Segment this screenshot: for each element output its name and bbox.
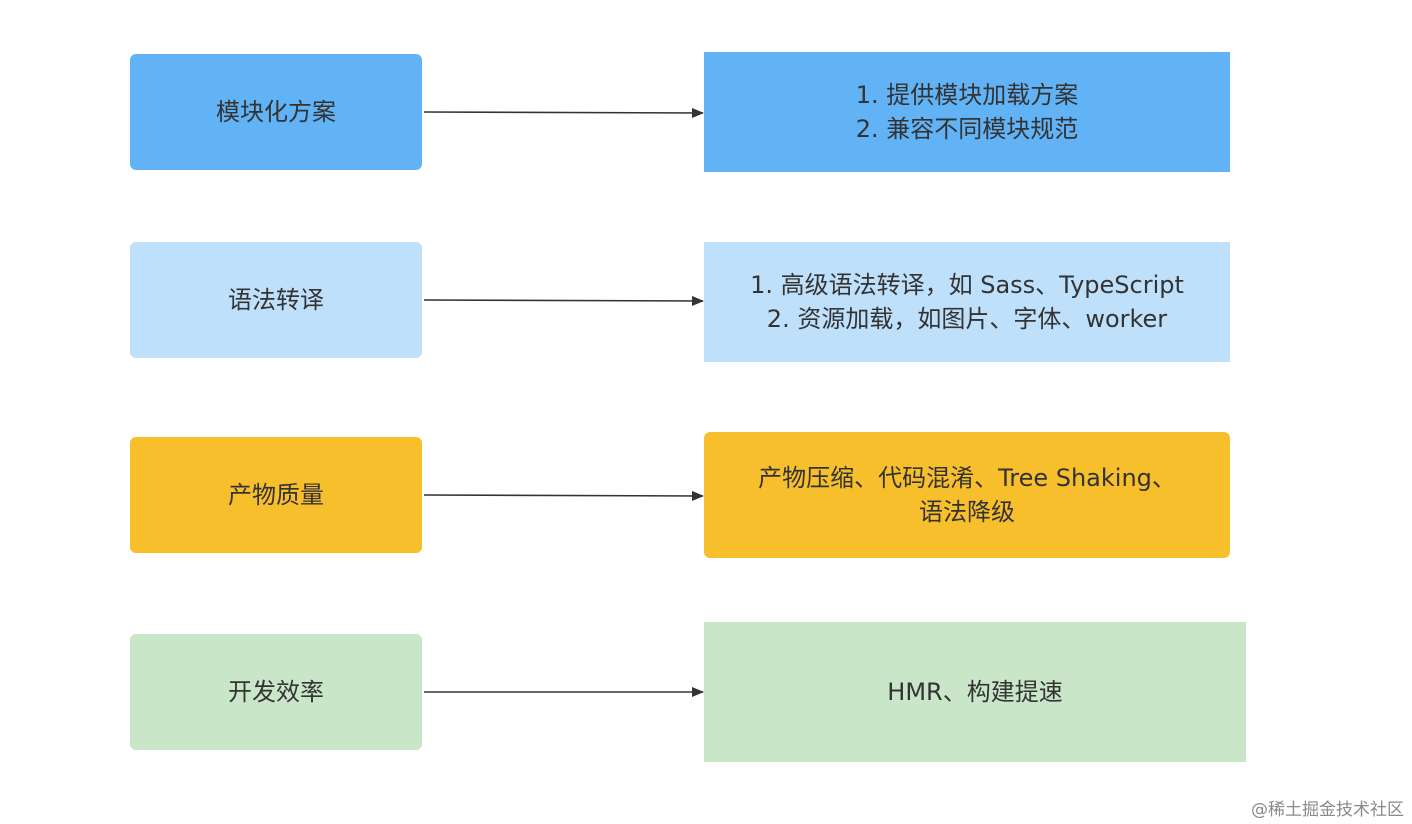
- output-quality-detail-1: 产物压缩、代码混淆、Tree Shaking、: [758, 464, 1176, 492]
- module-solution-detail-1: 1. 提供模块加载方案: [855, 81, 1079, 109]
- output-quality-detail-box: 产物压缩、代码混淆、Tree Shaking、 语法降级: [704, 432, 1230, 558]
- watermark-text: @稀土掘金技术社区: [1251, 800, 1404, 820]
- syntax-transpile-box: 语法转译: [130, 242, 422, 358]
- module-solution-detail-box: 1. 提供模块加载方案 2. 兼容不同模块规范: [704, 52, 1230, 172]
- arrow-output-quality: [423, 490, 704, 501]
- syntax-transpile-label: 语法转译: [228, 286, 324, 314]
- arrow-syntax-transpile: [423, 295, 704, 306]
- output-quality-detail-2: 语法降级: [919, 498, 1015, 526]
- module-solution-label: 模块化方案: [216, 98, 336, 126]
- arrow-module-solution: [423, 107, 704, 118]
- output-quality-label: 产物质量: [228, 481, 324, 509]
- dev-efficiency-detail-box: HMR、构建提速: [704, 622, 1246, 762]
- watermark: @稀土掘金技术社区: [1251, 800, 1404, 820]
- module-solution-box: 模块化方案: [130, 54, 422, 170]
- dev-efficiency-box: 开发效率: [130, 634, 422, 750]
- module-solution-detail-2: 2. 兼容不同模块规范: [855, 115, 1079, 143]
- syntax-transpile-detail-1: 1. 高级语法转译，如 Sass、TypeScript: [750, 271, 1184, 299]
- syntax-transpile-detail-box: 1. 高级语法转译，如 Sass、TypeScript 2. 资源加载，如图片、…: [704, 242, 1230, 362]
- syntax-transpile-detail-2: 2. 资源加载，如图片、字体、worker: [766, 305, 1168, 333]
- dev-efficiency-detail-1: HMR、构建提速: [887, 678, 1063, 706]
- dev-efficiency-label: 开发效率: [228, 678, 324, 706]
- output-quality-box: 产物质量: [130, 437, 422, 553]
